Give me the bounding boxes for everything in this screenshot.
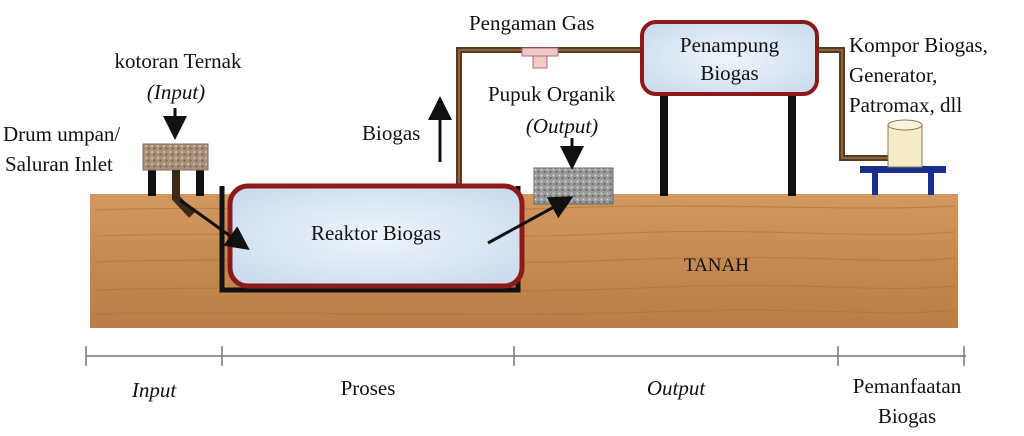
- inlet-drum: [142, 143, 209, 218]
- outlet-flow-arrow: [487, 196, 574, 245]
- storage-label-line1: Penampung: [679, 33, 780, 57]
- stove-label-line3: Patromax, dll: [849, 93, 963, 117]
- gas-safety-label: Pengaman Gas: [469, 11, 595, 35]
- stage-input-label: Input: [131, 378, 177, 402]
- stage-scale: [85, 346, 966, 366]
- reactor-label: Reaktor Biogas: [310, 221, 442, 245]
- inlet-flow-arrow: [179, 198, 250, 250]
- stage-output-label: Output: [646, 376, 706, 400]
- inlet-drum-label-line2: Saluran Inlet: [5, 152, 113, 176]
- inlet-drum-label-line1: Drum umpan/: [3, 122, 121, 146]
- manure-label: kotoran Ternak: [114, 49, 242, 73]
- gas-safety-valve: [521, 47, 559, 69]
- storage-label-line2: Biogas: [700, 61, 759, 85]
- organic-fertilizer-label: Pupuk Organik: [488, 82, 616, 106]
- biogas-stove: [887, 119, 923, 168]
- stove-label-line2: Generator,: [849, 63, 938, 87]
- fertilizer-box: [533, 167, 614, 205]
- stove-label-line1: Kompor Biogas,: [849, 33, 988, 57]
- manure-input-label: (Input): [146, 80, 206, 104]
- biogas-flow-label: Biogas: [362, 121, 421, 145]
- stage-pemanfaatan-line1: Pemanfaatan: [852, 374, 962, 398]
- soil-label: TANAH: [684, 255, 749, 276]
- stove-stand: [860, 166, 946, 195]
- storage-tank: [640, 20, 819, 96]
- stage-pemanfaatan-line2: Biogas: [877, 404, 937, 428]
- fertilizer-output-label: (Output): [525, 114, 599, 138]
- stage-proses-label: Proses: [340, 376, 396, 400]
